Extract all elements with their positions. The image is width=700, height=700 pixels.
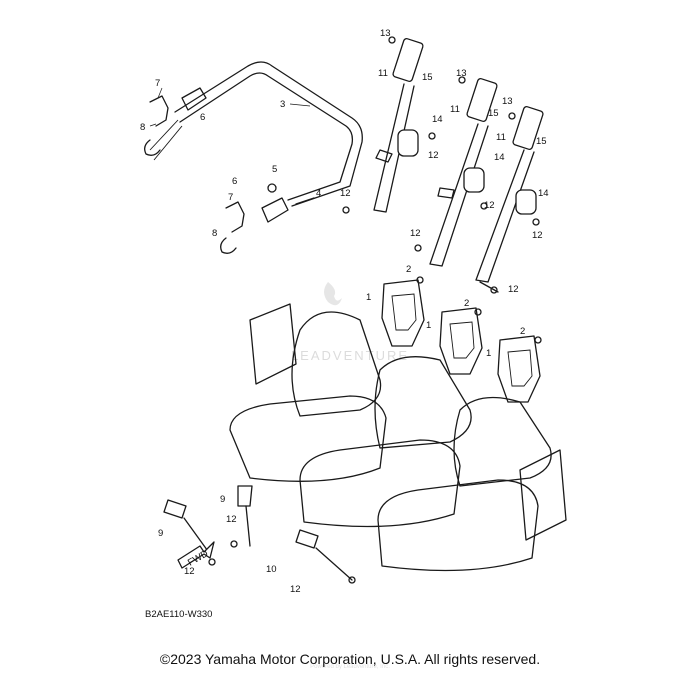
callout-9b: 9: [158, 528, 163, 539]
callout-12c: 12: [484, 200, 495, 211]
callout-3: 3: [280, 99, 285, 110]
fwd-arrow: FWD: [177, 541, 215, 569]
seat-belt-retractor-center: [429, 78, 498, 267]
roll-bar: [149, 61, 363, 223]
callout-12i: 12: [290, 584, 301, 595]
callout-4: 4: [316, 188, 321, 199]
callouts: 7 8 6 3 5 6 7 4 8 12 13 11 15 14 12 13 1…: [140, 28, 549, 595]
callout-11c: 11: [496, 132, 506, 143]
callout-10: 10: [266, 564, 277, 575]
callout-12e: 12: [410, 228, 421, 239]
callout-12h: 12: [184, 566, 195, 577]
callout-5: 5: [272, 164, 277, 175]
watermark: LEADVENTURE Powered by Leadventure, Inc.: [291, 282, 409, 670]
watermark-subtext: Powered by Leadventure, Inc.: [310, 664, 390, 670]
callout-2b: 2: [464, 298, 469, 309]
callout-12b: 12: [428, 150, 439, 161]
callout-11b: 11: [450, 104, 460, 115]
callout-13c: 13: [502, 96, 513, 107]
callout-6a: 6: [200, 112, 205, 123]
callout-15c: 15: [536, 136, 547, 147]
belt-guides: [381, 279, 541, 403]
callout-2a: 2: [406, 264, 411, 275]
callout-1a: 1: [366, 292, 371, 303]
callout-12d: 12: [532, 230, 543, 241]
seat-belt-retractor-right: [475, 106, 544, 293]
copyright-notice: ©2023 Yamaha Motor Corporation, U.S.A. A…: [159, 651, 541, 667]
callout-12a: 12: [340, 188, 351, 199]
callout-9a: 9: [220, 494, 225, 505]
callout-8a: 8: [140, 122, 145, 133]
diagram-code: B2AE110-W330: [145, 609, 212, 620]
callout-2c: 2: [520, 326, 525, 337]
callout-11a: 11: [378, 68, 388, 79]
callout-14a: 14: [432, 114, 443, 125]
roll-bar-brackets: [144, 95, 315, 254]
callout-13a: 13: [380, 28, 391, 39]
callout-12g: 12: [226, 514, 237, 525]
callout-7b: 7: [228, 192, 233, 203]
callout-6b: 6: [232, 176, 237, 187]
bolts: [208, 36, 542, 584]
callout-8b: 8: [212, 228, 217, 239]
callout-13b: 13: [456, 68, 467, 79]
callout-1b: 1: [426, 320, 431, 331]
seats: [229, 303, 567, 572]
seat-belt-retractor-left: [373, 38, 424, 213]
callout-15b: 15: [488, 108, 499, 119]
callout-14b: 14: [494, 152, 505, 163]
callout-7a: 7: [155, 78, 160, 89]
watermark-text: LEADVENTURE: [291, 348, 409, 363]
callout-12f: 12: [508, 284, 519, 295]
callout-14c: 14: [538, 188, 549, 199]
callout-1c: 1: [486, 348, 491, 359]
seat-belt-buckles: [163, 485, 353, 581]
callout-15a: 15: [422, 72, 433, 83]
